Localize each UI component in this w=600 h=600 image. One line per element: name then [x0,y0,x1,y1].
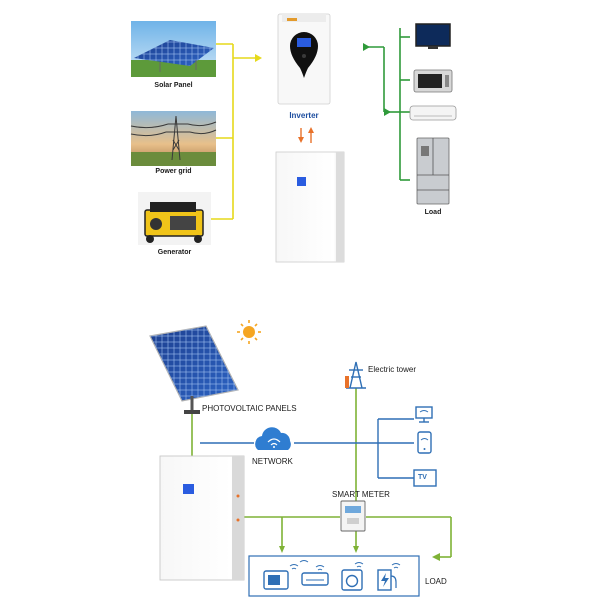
load-label-bottom: LOAD [425,577,447,586]
microwave-icon [263,564,299,590]
arrow-to-load-box [279,546,285,553]
refrigerator-appliance [416,137,450,205]
arrow-to-load-box-2 [353,546,359,553]
pv-panels-label: PHOTOVOLTAIC PANELS [202,404,297,413]
generator-photo [138,192,211,245]
load-box [248,555,420,597]
power-grid-photo [130,111,217,166]
smartphone-icon [417,431,432,454]
sun-icon [237,320,261,344]
smart-meter-label: SMART METER [332,490,390,499]
electric-tower-icon [345,361,366,389]
arrow-to-inverter [255,54,262,62]
generator-label: Generator [157,249,192,256]
solar-panel-label: Solar Panel [154,82,193,89]
battery-unit-top [275,151,345,263]
arrow-to-load-label [432,553,440,561]
power-grid-label: Power grid [155,168,192,175]
electric-tower-label: Electric tower [368,365,417,374]
load-connector-lines [367,28,410,181]
network-label: NETWORK [252,457,293,466]
microwave-appliance [413,69,453,93]
smart-meter-icon [340,500,366,532]
tv-icon-text: TV [418,474,427,481]
air-conditioner-appliance [409,105,457,121]
tv-icon [413,469,437,487]
inverter-unit [277,13,331,105]
arrow-from-inverter [363,43,370,51]
wifi-icons [299,560,309,563]
solar-panel-photo [131,21,216,77]
bottom-connector-lines [191,388,452,557]
inverter-label: Inverter [289,111,319,120]
washing-machine-icon [341,562,364,591]
source-connector-lines [211,43,258,220]
arrow-to-loads [384,108,391,116]
tv-appliance [415,23,451,49]
load-label-top: Load [424,209,442,216]
inverter-battery-arrows [298,127,314,143]
battery-unit-bottom [159,455,245,581]
air-conditioner-icon [301,565,329,586]
network-cloud-icon [255,427,291,450]
photovoltaic-panel [149,325,239,414]
ev-charger-icon [377,563,401,591]
monitor-icon [415,406,433,423]
